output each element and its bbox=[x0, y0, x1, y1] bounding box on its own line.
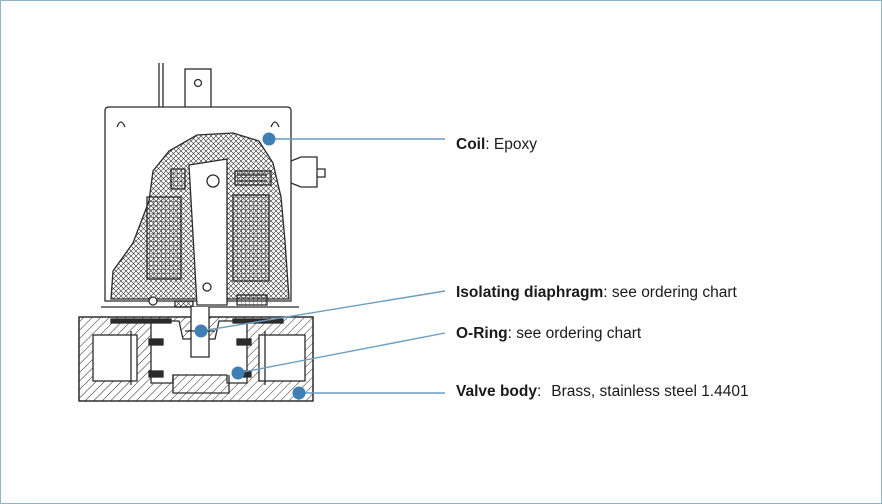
callout-dot-body bbox=[292, 386, 306, 400]
callout-coil: Coil: Epoxy bbox=[456, 136, 537, 153]
callout-dot-coil bbox=[262, 132, 276, 146]
armature bbox=[188, 158, 228, 306]
callout-isolating-diaphragm: Isolating diaphragm: see ordering chart bbox=[456, 284, 737, 301]
callout-o-ring: O-Ring: see ordering chart bbox=[456, 325, 642, 342]
isolating-diaphragm bbox=[110, 318, 172, 324]
leader-line-oring bbox=[237, 332, 446, 374]
terminal-pin-left bbox=[158, 63, 164, 109]
callout-dot-diaphragm bbox=[194, 324, 208, 338]
callout-dot-oring bbox=[231, 366, 245, 380]
coil-winding-right bbox=[232, 194, 270, 282]
o-ring bbox=[148, 338, 164, 346]
callout-valve-body: Valve body:Brass, stainless steel 1.4401 bbox=[456, 383, 749, 400]
coil-winding-left bbox=[146, 196, 182, 280]
coil-connector bbox=[290, 156, 318, 188]
leader-line-diaphragm bbox=[200, 290, 446, 332]
terminal-pin-center bbox=[184, 68, 212, 110]
